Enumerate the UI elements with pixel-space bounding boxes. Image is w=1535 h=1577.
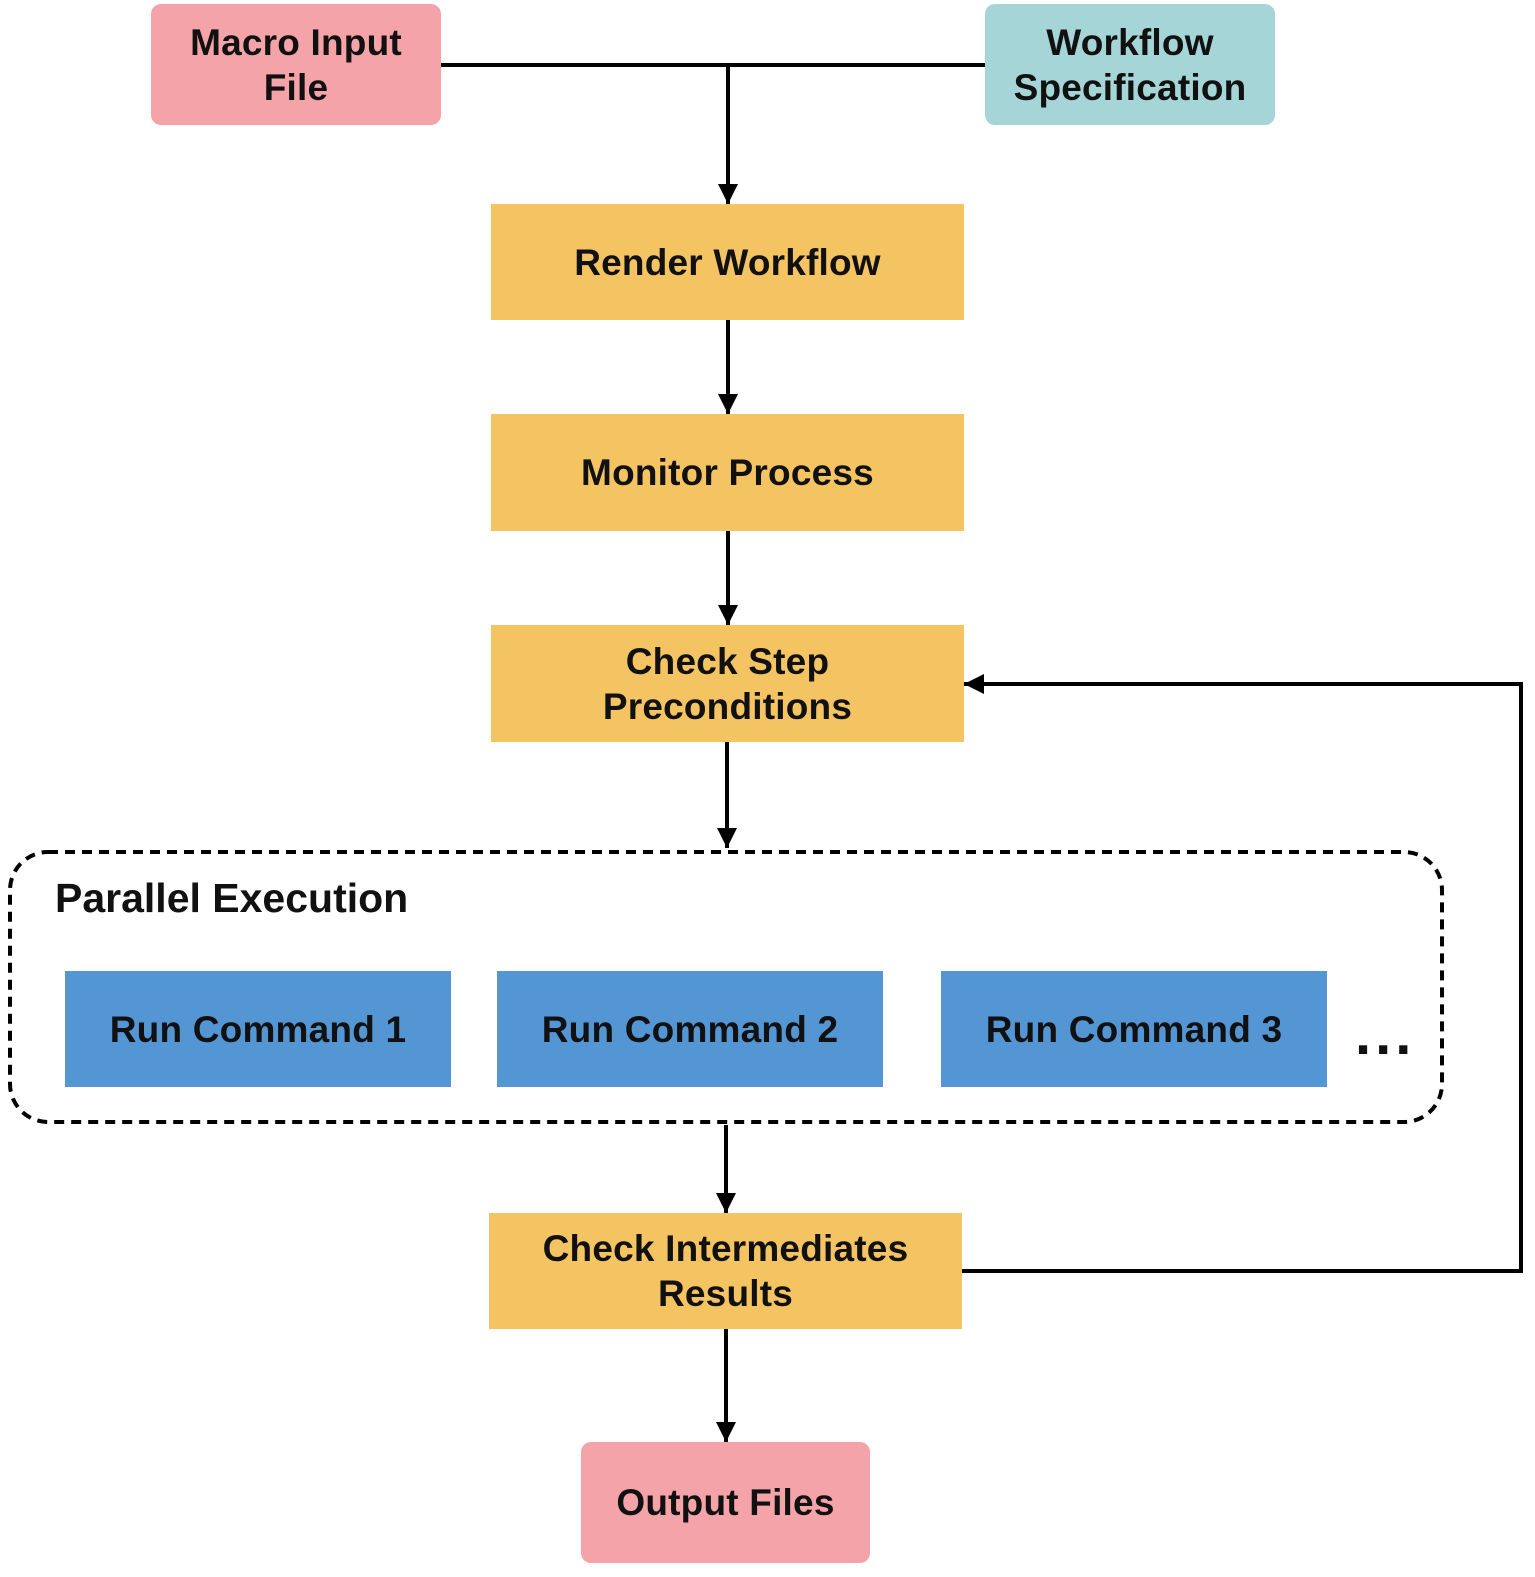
workflow-specification-node: Workflow Specification [985,4,1275,125]
run-command-3-label: Run Command 3 [985,1008,1283,1050]
workflow-spec-label-line1: Workflow [1046,21,1214,63]
parallel-execution-boundary [8,850,1444,1124]
parallel-execution-title: Parallel Execution [55,875,409,921]
monitor-process-label: Monitor Process [581,452,874,493]
run-command-1-node: Run Command 1 [65,971,451,1087]
check-preconditions-label-line1: Check Step [625,640,830,682]
run-command-2-node: Run Command 2 [497,971,883,1087]
run-command-2-label: Run Command 2 [541,1008,839,1050]
run-command-3-node: Run Command 3 [941,971,1327,1087]
output-files-label: Output Files [616,1482,835,1523]
macro-input-label-line2: File [263,66,329,108]
output-files-node: Output Files [581,1442,870,1563]
render-workflow-node: Render Workflow [491,204,964,320]
check-step-preconditions-node: Check Step Preconditions [491,625,964,742]
workflow-spec-label-line2: Specification [1013,66,1247,108]
macro-input-file-node: Macro Input File [151,4,441,125]
run-command-1-label: Run Command 1 [109,1008,407,1050]
check-intermediates-label-line2: Results [657,1273,794,1314]
macro-input-label-line1: Macro Input [190,21,402,63]
render-workflow-label: Render Workflow [574,241,881,283]
check-intermediates-results-node: Check Intermediates Results [489,1213,962,1329]
monitor-process-node: Monitor Process [491,414,964,531]
more-commands-ellipsis: ... [1355,1002,1416,1067]
check-preconditions-label-line2: Preconditions [602,685,853,727]
feedback-loop-arrow [962,674,1523,1273]
check-intermediates-label-line1: Check Intermediates [542,1228,909,1269]
